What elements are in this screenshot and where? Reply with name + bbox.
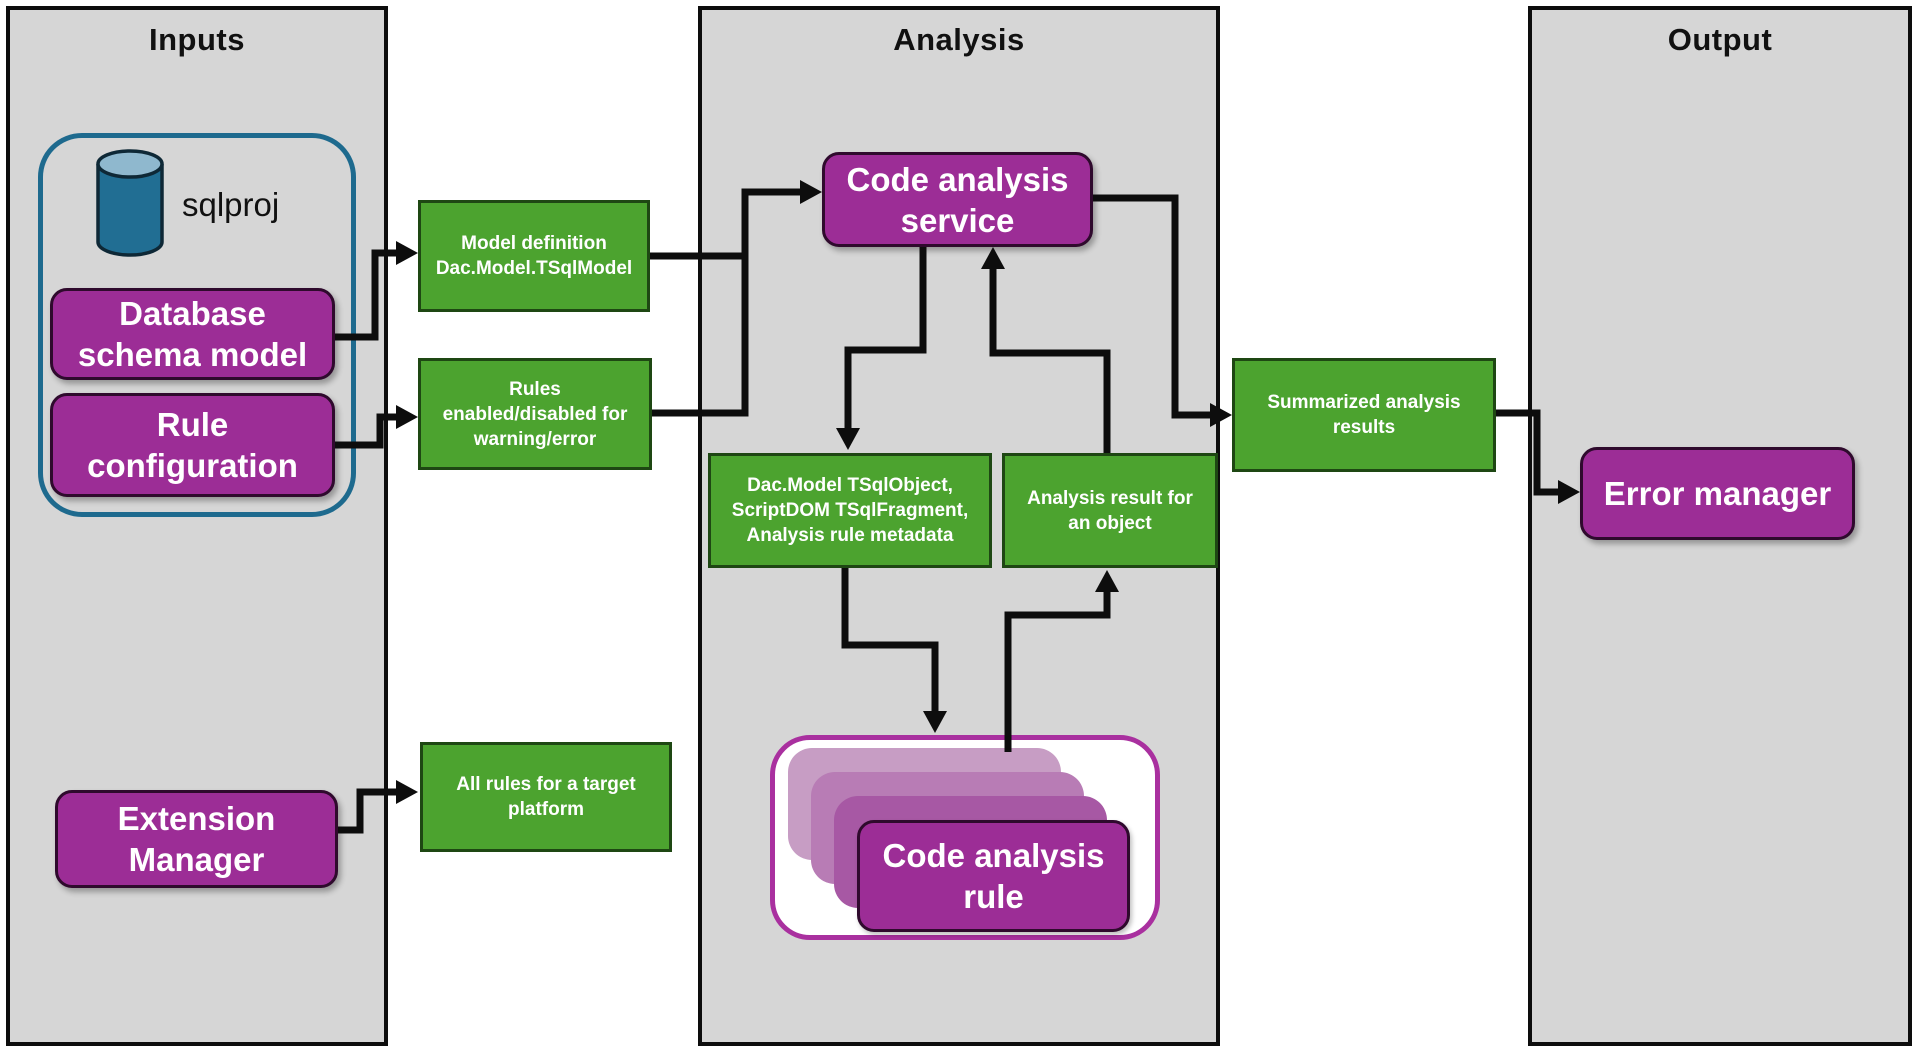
sqlproj-label: sqlproj: [182, 186, 280, 223]
extension-manager-node: Extension Manager: [55, 790, 338, 888]
database-schema-model-node: Database schema model: [50, 288, 335, 380]
code-analysis-service-node: Code analysis service: [822, 152, 1093, 247]
database-cylinder-icon: [96, 149, 164, 257]
analysis-panel-title: Analysis: [893, 22, 1025, 57]
summarized-results-node: Summarized analysis results: [1232, 358, 1496, 472]
rule-configuration-node: Rule configuration: [50, 393, 335, 497]
dac-model-object-node: Dac.Model TSqlObject, ScriptDOM TSqlFrag…: [708, 453, 992, 568]
output-panel-title: Output: [1667, 22, 1773, 57]
code-analysis-rule-node: Code analysis rule: [857, 820, 1130, 932]
analysis-result-node: Analysis result for an object: [1002, 453, 1218, 568]
rules-enabled-node: Rules enabled/disabled for warning/error: [418, 358, 652, 470]
error-manager-node: Error manager: [1580, 447, 1855, 540]
model-definition-node: Model definition Dac.Model.TSqlModel: [418, 200, 650, 312]
inputs-panel-title: Inputs: [149, 22, 245, 57]
all-rules-node: All rules for a target platform: [420, 742, 672, 852]
